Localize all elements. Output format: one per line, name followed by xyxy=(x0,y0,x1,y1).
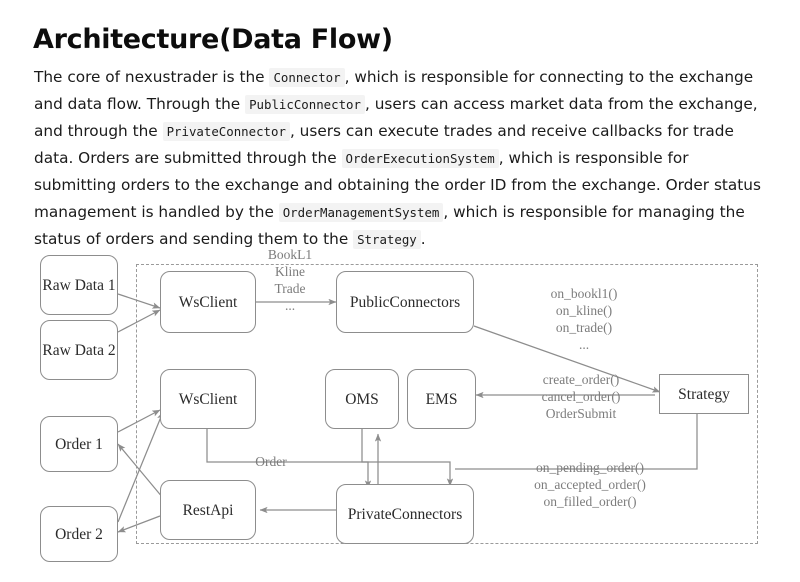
edge-label-market-stream: BookL1 Kline Trade ... xyxy=(267,247,313,313)
node-strategy[interactable]: Strategy xyxy=(659,374,749,414)
node-ws-client-public[interactable]: WsClient xyxy=(160,271,256,333)
code-private-connector: PrivateConnector xyxy=(162,122,290,142)
code-connector: Connector xyxy=(269,68,345,88)
node-rest-api[interactable]: RestApi xyxy=(160,480,256,540)
diagram-connectors xyxy=(117,293,701,533)
paragraph-segment-4: , users can execute trades and receive c… xyxy=(34,122,734,168)
paragraph-segment-1: The core of nexustrader is the xyxy=(34,68,270,87)
edge-label-strategy-callbacks: on_bookl1() on_kline() on_trade() ... xyxy=(550,286,618,352)
paragraph-segment-6: , which is responsible for managing the … xyxy=(34,203,745,249)
node-order-2[interactable]: Order 2 xyxy=(40,506,118,562)
architecture-diagram: Raw Data 1 Raw Data 2 Order 1 Order 2 Ws… xyxy=(0,222,800,582)
code-order-execution-system: OrderExecutionSystem xyxy=(341,149,499,169)
paragraph-segment-2: , which is responsible for connecting to… xyxy=(34,68,754,114)
node-raw-data-2[interactable]: Raw Data 2 xyxy=(40,320,118,380)
intro-paragraph: The core of nexustrader is the Connector… xyxy=(34,64,769,253)
paragraph-segment-3: , users can access market data from the … xyxy=(34,95,758,141)
node-raw-data-1[interactable]: Raw Data 1 xyxy=(40,255,118,315)
node-public-connectors[interactable]: PublicConnectors xyxy=(336,271,474,333)
edge-label-order: Order xyxy=(255,454,287,469)
paragraph-segment-7: . xyxy=(420,230,426,249)
page-title: Architecture(Data Flow) xyxy=(33,24,393,56)
code-strategy: Strategy xyxy=(353,230,421,250)
edge-label-order-callbacks: on_pending_order() on_accepted_order() o… xyxy=(534,460,646,509)
edge-label-order-actions: create_order() cancel_order() OrderSubmi… xyxy=(541,372,621,421)
node-oms[interactable]: OMS xyxy=(325,369,399,429)
node-ems[interactable]: EMS xyxy=(407,369,476,429)
node-order-1[interactable]: Order 1 xyxy=(40,416,118,472)
paragraph-segment-5: , which is responsible for submitting or… xyxy=(34,149,761,222)
code-public-connector: PublicConnector xyxy=(245,95,365,115)
code-order-management-system: OrderManagementSystem xyxy=(278,203,444,223)
node-private-connectors[interactable]: PrivateConnectors xyxy=(336,484,474,544)
node-ws-client-private[interactable]: WsClient xyxy=(160,369,256,429)
